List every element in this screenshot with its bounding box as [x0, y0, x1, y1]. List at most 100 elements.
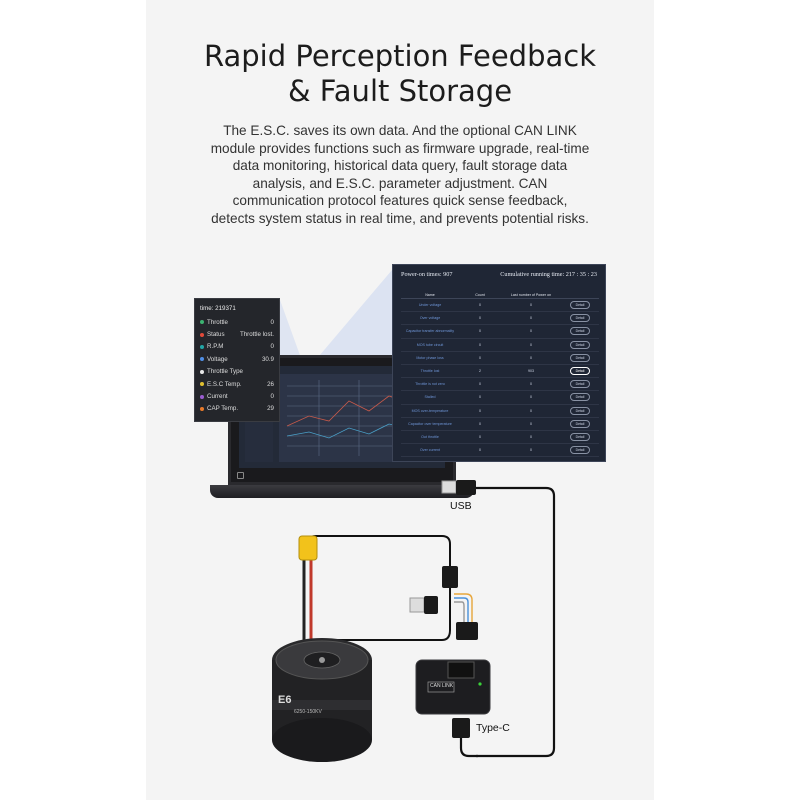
table-row: Capacitor transfer abnormality 0 0 Detail — [401, 325, 599, 339]
table-row: Capacitor over temperature 0 0 Detail — [401, 418, 599, 431]
detail-button[interactable]: Detail — [569, 301, 591, 310]
table-row: MOS tube circuit 0 0 Detail — [401, 339, 599, 352]
status-dot-icon — [200, 332, 204, 337]
detail-button[interactable]: Detail — [569, 406, 591, 415]
status-value: 29 — [267, 405, 274, 413]
fault-last: 0 — [530, 421, 532, 426]
table-row: Under voltage 0 0 Detail — [401, 299, 599, 313]
fault-last: 0 — [530, 395, 532, 400]
windows-logo-icon — [237, 472, 244, 479]
fault-last: 0 — [530, 342, 532, 347]
detail-button[interactable]: Detail — [569, 393, 591, 402]
status-dot-icon — [200, 406, 204, 411]
status-value: 0 — [270, 343, 274, 351]
fault-last: 0 — [530, 355, 532, 360]
fault-table: Name Count Last number of Power on Under… — [401, 291, 599, 458]
fault-count: 0 — [479, 342, 481, 347]
fault-count: 2 — [479, 369, 481, 374]
status-value: 30.9 — [261, 355, 274, 363]
status-row: Throttle Type — [200, 366, 274, 378]
status-row: R.P.M 0 — [200, 341, 274, 353]
laptop-base — [210, 485, 474, 498]
fault-name: Out throttle — [421, 434, 439, 439]
fault-last: 0 — [530, 303, 532, 308]
product-panel: Rapid Perception Feedback & Fault Storag… — [146, 0, 654, 800]
fault-last: 0 — [530, 316, 532, 321]
fault-table-header: Name Count Last number of Power on — [401, 291, 599, 299]
fault-name: MOS tube circuit — [416, 342, 444, 347]
status-row: Voltage 30.9 — [200, 353, 274, 365]
status-label: Voltage — [207, 355, 228, 363]
detail-button[interactable]: Detail — [569, 314, 591, 323]
fault-name: Capacitor over temperature — [408, 421, 452, 426]
detail-button[interactable]: Detail — [569, 353, 591, 362]
fault-name: Stalled — [424, 395, 436, 400]
fault-name: MOS over-temperature — [411, 408, 449, 413]
status-dot-icon — [200, 320, 204, 325]
motor-model-label: E6 — [278, 694, 292, 706]
status-label: R.P.M — [207, 343, 224, 351]
table-row: Over current 0 0 Detail — [401, 444, 599, 458]
wiring-diagram — [272, 480, 556, 762]
running-time: Cumulative running time: 217 : 35 : 23 — [500, 271, 597, 278]
fault-name: Under voltage — [418, 303, 442, 308]
motor-spec-label: 6250-150KV — [294, 709, 322, 715]
status-label: Throttle Type — [207, 368, 243, 376]
status-label: Throttle — [207, 318, 228, 326]
fault-last: 0 — [530, 382, 532, 387]
fault-count: 0 — [479, 448, 481, 453]
detail-button[interactable]: Detail — [569, 340, 591, 349]
fault-count: 0 — [479, 355, 481, 360]
fault-name: Capacitor transfer abnormality — [405, 329, 455, 334]
fault-count: 0 — [479, 395, 481, 400]
detail-button[interactable]: Detail — [569, 432, 591, 441]
status-dot-icon — [200, 357, 204, 362]
status-label: E.S.C Temp. — [207, 380, 242, 388]
fault-count: 0 — [479, 421, 481, 426]
power-on-times: Power-on times: 907 — [401, 271, 453, 278]
detail-button[interactable]: Detail — [569, 367, 591, 376]
status-value: 0 — [270, 393, 274, 401]
detail-button[interactable]: Detail — [569, 327, 591, 336]
heading-line-1: Rapid Perception Feedback — [203, 39, 597, 73]
status-row: CAP Temp. 29 — [200, 403, 274, 415]
table-row: Motor phase loss 0 0 Detail — [401, 352, 599, 365]
status-dot-icon — [200, 394, 204, 399]
status-dot-icon — [200, 382, 204, 387]
fault-name: Throttle lost — [420, 369, 440, 374]
fault-count: 0 — [479, 316, 481, 321]
status-value: 26 — [267, 380, 274, 388]
fault-last: 0 — [530, 329, 532, 334]
usb-label: USB — [450, 500, 472, 512]
status-dot-icon — [200, 344, 204, 349]
status-label: Status — [207, 331, 225, 339]
status-row: Current 0 — [200, 390, 274, 402]
fault-count: 0 — [479, 434, 481, 439]
fault-storage-panel: Power-on times: 907 Cumulative running t… — [392, 264, 606, 462]
status-value: 0 — [270, 318, 274, 326]
table-row: Over voltage 0 0 Detail — [401, 312, 599, 326]
detail-button[interactable]: Detail — [569, 380, 591, 389]
can-link-label: CAN LINK — [430, 683, 454, 689]
description: The E.S.C. saves its own data. And the o… — [210, 123, 590, 226]
status-row: E.S.C Temp. 26 — [200, 378, 274, 390]
fault-name: Over voltage — [419, 316, 441, 321]
heading-line-2: & Fault Storage — [287, 74, 513, 108]
fault-count: 0 — [479, 329, 481, 334]
fault-name: Over current — [420, 448, 440, 453]
fault-name: Motor phase loss — [416, 355, 444, 360]
fault-count: 0 — [479, 303, 481, 308]
status-label: CAP Temp. — [207, 405, 239, 413]
detail-button[interactable]: Detail — [569, 446, 591, 455]
status-time: time: 219371 — [200, 305, 236, 312]
fault-last: 0 — [530, 408, 532, 413]
status-label: Current — [207, 393, 228, 401]
fault-last: 0 — [530, 448, 532, 453]
detail-button[interactable]: Detail — [569, 419, 591, 428]
